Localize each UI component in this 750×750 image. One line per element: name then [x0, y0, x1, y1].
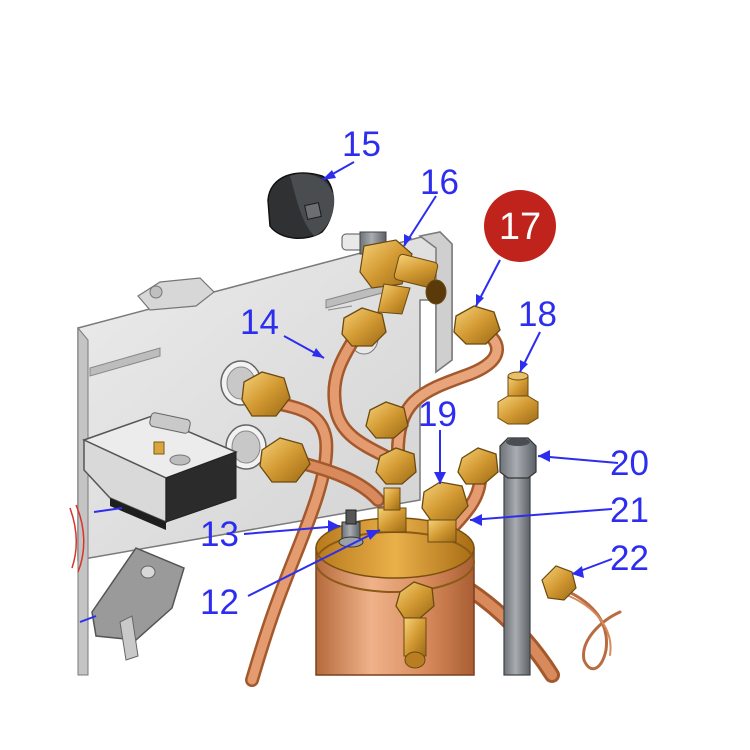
callout-19: 19	[418, 395, 457, 434]
callout-14: 14	[240, 303, 279, 342]
brass-nuts	[241, 305, 501, 669]
callout-13: 13	[200, 515, 239, 554]
callout-17: 17	[499, 206, 541, 248]
callout-21: 21	[610, 491, 649, 530]
part-18-fitting	[497, 371, 539, 425]
callout-12: 12	[200, 583, 239, 622]
mounting-bracket	[69, 504, 185, 661]
callout-labels: 15 16 17 18 14 19 20 21 13 22 12	[200, 125, 649, 622]
callout-22: 22	[610, 539, 649, 578]
callout-20: 20	[610, 444, 649, 483]
part-13-probe	[338, 509, 364, 548]
callout-15: 15	[342, 125, 381, 164]
part-16-valve	[341, 231, 447, 315]
leader-arrowheads	[312, 170, 584, 578]
part-15-knob	[267, 172, 335, 239]
part-20-steel-tube	[499, 437, 537, 676]
highlight-badge-17	[484, 190, 556, 262]
callout-16: 16	[420, 163, 459, 202]
thermostat-switch	[82, 412, 239, 530]
part-22-nut	[541, 565, 577, 601]
callout-18: 18	[518, 295, 557, 334]
